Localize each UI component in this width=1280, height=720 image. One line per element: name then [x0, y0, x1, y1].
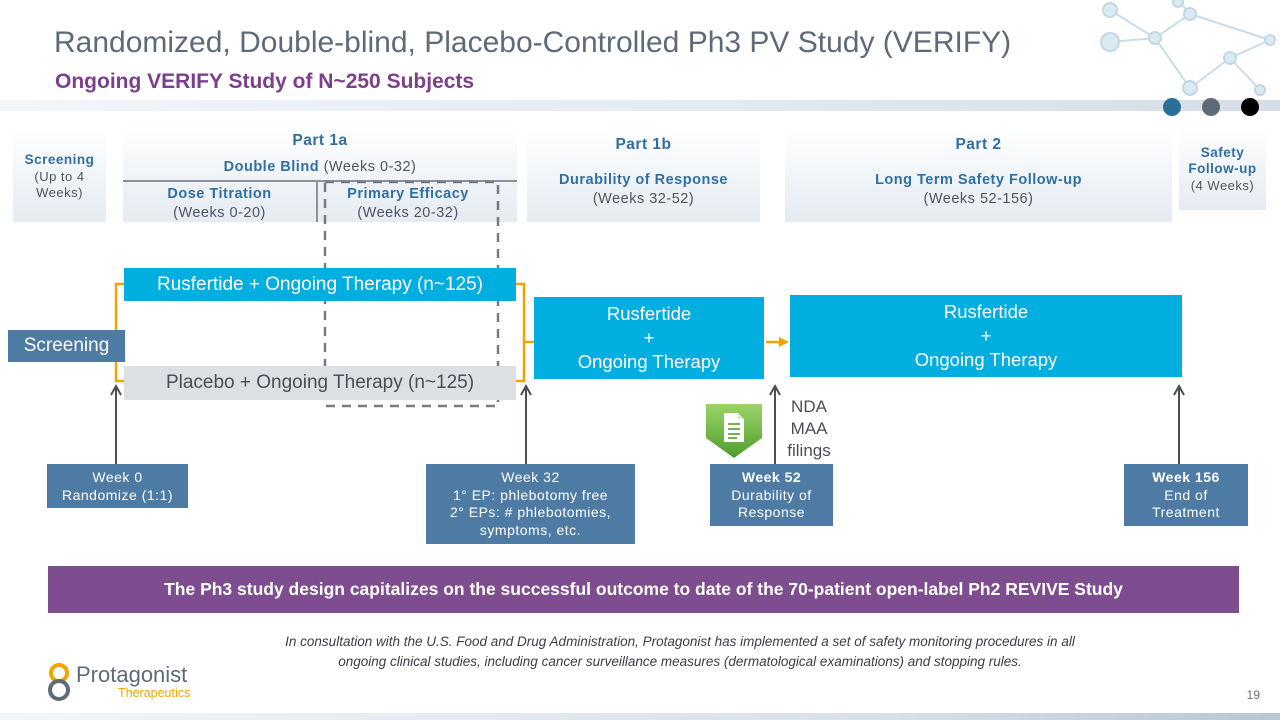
phase-safety-header: Safety Follow-up (4 Weeks) — [1179, 128, 1266, 210]
part1a-divider-horizontal — [123, 180, 517, 182]
milestone-week32-title: Week 32 — [501, 469, 560, 485]
phase-part2-weeks: (Weeks 52-156) — [923, 191, 1034, 207]
double-blind-weeks: (Weeks 0-32) — [319, 159, 417, 175]
phase-screening-detail-2: Weeks) — [36, 185, 83, 200]
part1b-plus-line: + — [643, 327, 655, 348]
footnote-line-1: In consultation with the U.S. Food and D… — [285, 634, 1075, 649]
part2-rusfertide-box: Rusfertide + Ongoing Therapy — [790, 295, 1182, 377]
dose-titration-weeks: (Weeks 0-20) — [173, 205, 266, 221]
footer-band — [0, 713, 1280, 720]
page-title: Randomized, Double-blind, Placebo-Contro… — [54, 26, 1012, 59]
rusfertide-arm-box: Rusfertide + Ongoing Therapy (n~125) — [124, 268, 516, 301]
conclusion-banner: The Ph3 study design capitalizes on the … — [48, 566, 1239, 613]
filing-line-nda: NDA — [791, 397, 827, 416]
logo-tagline: Therapeutics — [118, 686, 191, 700]
milestone-week32-secondary-endpoints-cont: symptoms, etc. — [479, 521, 582, 538]
placebo-arm-box: Placebo + Ongoing Therapy (n~125) — [124, 366, 516, 400]
filing-line-maa: MAA — [790, 419, 828, 438]
footnote-line-2: ongoing clinical studies, including canc… — [338, 654, 1022, 669]
milestone-week156-title: Week 156 — [1152, 469, 1220, 485]
phase-safety-weeks: (4 Weeks) — [1190, 178, 1255, 193]
phase-screening-header: Screening (Up to 4 Weeks) — [13, 128, 106, 222]
part1a-divider-vertical — [316, 180, 318, 222]
part2-plus-line: + — [980, 325, 992, 346]
phase-safety-label-2: Follow-up — [1188, 161, 1257, 176]
milestone-week156-detail-2: Treatment — [1152, 504, 1220, 520]
part1b-drug-line: Rusfertide — [606, 303, 692, 324]
milestone-week0-detail: Randomize (1:1) — [62, 486, 173, 503]
green-document-icon — [706, 404, 762, 458]
nda-maa-filings-label: NDA MAA filings — [784, 396, 834, 462]
milestone-week156: Week 156 End of Treatment — [1124, 464, 1248, 526]
page-subtitle: Ongoing VERIFY Study of N~250 Subjects — [55, 70, 475, 93]
milestone-week52-title: Week 52 — [741, 469, 802, 485]
filing-line-filings: filings — [787, 441, 831, 460]
dose-titration-label: Dose Titration — [167, 186, 272, 202]
milestone-week52-detail-2: Response — [737, 504, 806, 520]
milestone-week32-primary-endpoint: 1° EP: phlebotomy free — [452, 486, 609, 503]
logo-wordmark: Protagonist — [76, 662, 188, 687]
phase-part1b-label: Part 1b — [615, 136, 672, 153]
protagonist-logo: Protagonist Therapeutics — [44, 660, 214, 704]
molecule-network-icon — [1100, 0, 1276, 96]
phase-safety-label-1: Safety — [1200, 145, 1245, 160]
milestone-week156-detail-1: End of — [1164, 486, 1208, 503]
milestone-week32-secondary-endpoints: 2° EPs: # phlebotomies, — [449, 504, 612, 520]
phase-part2-label: Part 2 — [955, 136, 1002, 153]
milestone-week0-title: Week 0 — [92, 469, 143, 485]
phase-part1b-title: Durability of Response — [559, 172, 728, 188]
decor-dot-black — [1241, 98, 1259, 116]
milestone-week0: Week 0 Randomize (1:1) — [47, 464, 188, 508]
part1b-rusfertide-box: Rusfertide + Ongoing Therapy — [534, 297, 764, 379]
phase-part2-header: Part 2 Long Term Safety Follow-up (Weeks… — [785, 128, 1172, 222]
header-divider-band — [0, 100, 1280, 111]
part1b-therapy-line: Ongoing Therapy — [577, 351, 721, 372]
page-number: 19 — [1246, 688, 1260, 702]
safety-footnote: In consultation with the U.S. Food and D… — [170, 632, 1190, 672]
phase-screening-label: Screening — [24, 152, 95, 167]
decor-dot-blue — [1163, 98, 1181, 116]
decor-dot-gray — [1202, 98, 1220, 116]
double-blind-label: Double Blind — [223, 159, 320, 175]
phase-part1b-header: Part 1b Durability of Response (Weeks 32… — [527, 128, 760, 222]
protagonist-logo-mark-icon — [48, 663, 70, 701]
phase-part1b-weeks: (Weeks 32-52) — [592, 191, 695, 207]
phase-part2-title: Long Term Safety Follow-up — [875, 172, 1082, 188]
screening-box: Screening — [8, 330, 125, 362]
part2-therapy-line: Ongoing Therapy — [914, 349, 1058, 370]
phase-part1a-double-blind: Double Blind (Weeks 0-32) — [123, 159, 517, 175]
milestone-week52: Week 52 Durability of Response — [710, 464, 833, 526]
primary-efficacy-weeks: (Weeks 20-32) — [357, 205, 459, 221]
milestone-week52-detail-1: Durability of — [731, 486, 812, 503]
phase-part1a-label: Part 1a — [292, 132, 348, 149]
milestone-week32: Week 32 1° EP: phlebotomy free 2° EPs: #… — [426, 464, 635, 544]
phase-part1a-header: Part 1a Double Blind (Weeks 0-32) Dose T… — [123, 124, 517, 222]
part2-drug-line: Rusfertide — [943, 301, 1029, 322]
primary-efficacy-label: Primary Efficacy — [347, 186, 469, 202]
phase-screening-detail-1: (Up to 4 — [34, 169, 85, 184]
